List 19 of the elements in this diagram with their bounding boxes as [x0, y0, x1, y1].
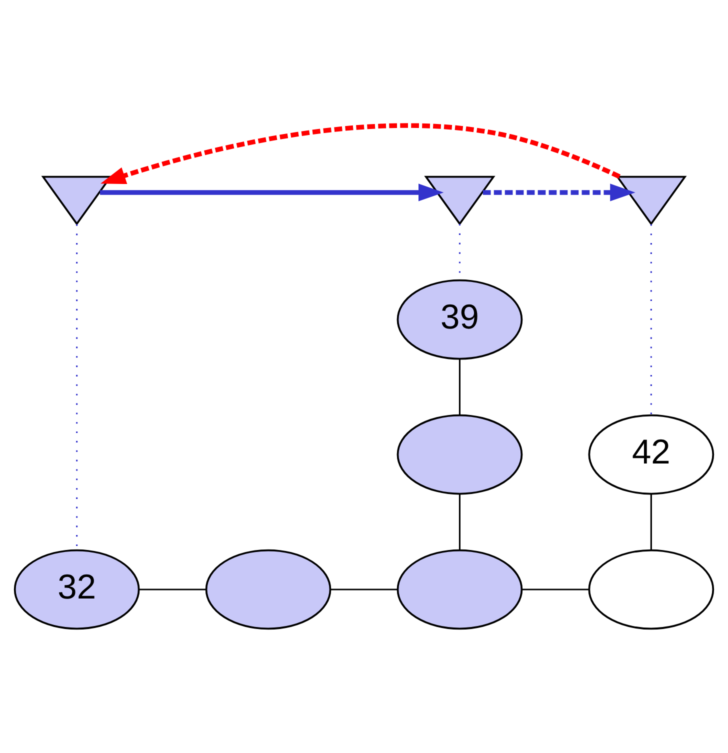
node-ellipse: 39	[396, 278, 523, 360]
node-triangle	[424, 175, 496, 225]
node-ellipse: 32	[14, 548, 140, 630]
connector	[138, 588, 206, 590]
node-ellipse	[396, 548, 523, 630]
node-ellipse: 42	[588, 414, 714, 494]
connector	[650, 494, 652, 550]
connector	[458, 494, 461, 550]
arrow	[482, 183, 636, 201]
connector	[458, 358, 461, 414]
connector	[330, 588, 398, 590]
arrow	[100, 183, 444, 201]
connector	[522, 588, 590, 590]
node-ellipse	[396, 414, 523, 494]
node-ellipse	[205, 548, 332, 630]
node-triangle	[41, 175, 112, 225]
node-ellipse	[588, 548, 714, 630]
arrow	[100, 122, 621, 184]
node-triangle	[616, 175, 687, 225]
